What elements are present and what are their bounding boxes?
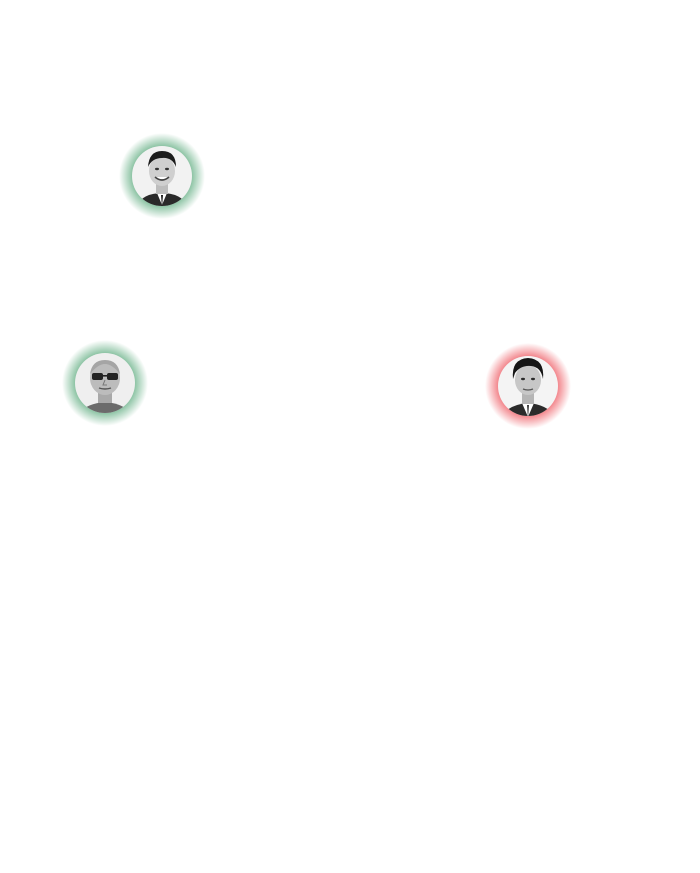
- portrait-man-in-suit-icon: [485, 343, 571, 429]
- portrait-man-with-glasses-icon: [62, 340, 148, 426]
- portrait-node-green-left[interactable]: [62, 340, 148, 426]
- portrait-node-green-top[interactable]: [119, 133, 205, 219]
- portrait-smiling-man-icon: [119, 133, 205, 219]
- portrait-node-red-right[interactable]: [485, 343, 571, 429]
